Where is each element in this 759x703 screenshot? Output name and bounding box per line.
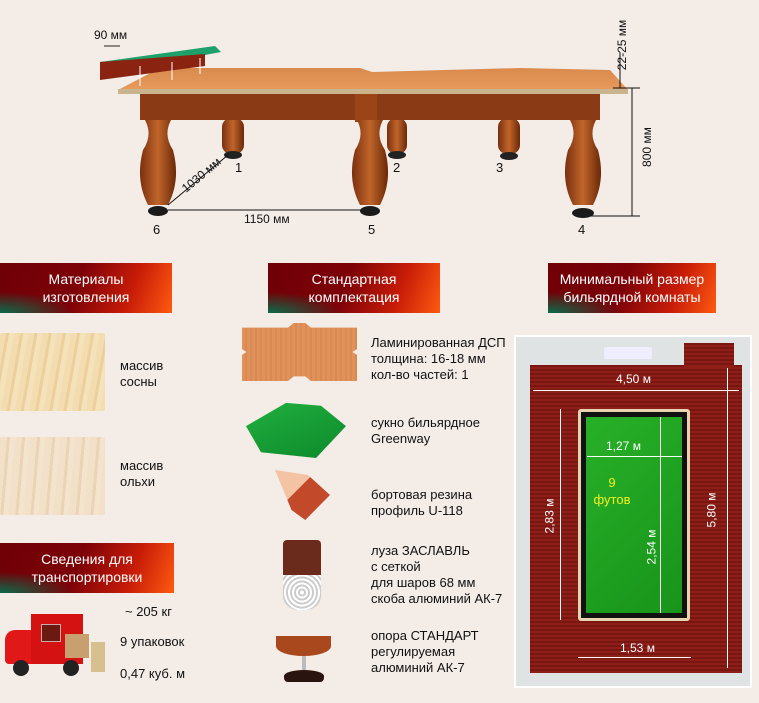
kit-item-text: опора СТАНДАРТ регулируемая алюминий АК-… [371, 628, 479, 675]
room-length-label: 5,80 м [704, 492, 719, 528]
cloth-icon [246, 402, 346, 458]
weight-text: ~ 205 кг [125, 604, 172, 619]
packages-text: 9 упаковок [120, 634, 185, 649]
foot-support-icon [276, 636, 331, 686]
leg-number: 6 [153, 222, 161, 237]
rail-profile [100, 45, 221, 86]
material-label: массив ольхи [120, 458, 164, 489]
leg-number: 2 [393, 160, 401, 175]
kit-item-text: сукно бильярдное Greenway [371, 415, 480, 446]
back-legs [222, 118, 520, 160]
length-span-label: 1150 мм [244, 212, 290, 226]
transport-banner: Сведения для транспортировки [0, 543, 174, 593]
standard-kit-banner: Стандартная комплектация [268, 263, 440, 313]
slate-thickness-label: 22-25 мм [615, 19, 629, 71]
billiard-table-plan [578, 409, 690, 621]
pine-swatch [0, 333, 105, 411]
leg-number: 5 [368, 222, 376, 237]
dimension-lines [167, 52, 640, 217]
window-icon [604, 347, 652, 359]
table-length-label: 2,83 м [542, 498, 557, 534]
rail-width-label: 90 мм [94, 28, 128, 42]
room-size-banner: Минимальный размер бильярдной комнаты [548, 263, 716, 313]
play-width-label: 1,27 м [606, 439, 641, 453]
materials-banner: Материалы изготовления [0, 263, 172, 313]
table-top [118, 68, 628, 92]
front-legs [139, 120, 602, 218]
alder-swatch [0, 437, 105, 515]
felt [586, 417, 682, 613]
leg-number: 4 [578, 222, 586, 237]
leg-number: 3 [496, 160, 504, 175]
kit-item-text: Ламинированная ДСП толщина: 16-18 мм кол… [371, 335, 506, 382]
room-plan [514, 335, 752, 688]
slate-board-icon [242, 323, 357, 381]
rubber-profile-icon [275, 470, 330, 520]
kit-item-text: луза ЗАСЛАВЛЬ с сеткой для шаров 68 мм с… [371, 543, 503, 606]
truck-icon [5, 612, 110, 682]
table-diagram [100, 45, 640, 218]
kit-item-text: бортовая резина профиль U-118 [371, 487, 473, 518]
pocket-icon [283, 540, 321, 620]
play-length-label: 2,54 м [644, 529, 659, 565]
volume-text: 0,47 куб. м [120, 666, 185, 681]
leg-number: 1 [235, 160, 243, 175]
height-label: 800 мм [640, 127, 654, 167]
table-width-label: 1,53 м [620, 641, 655, 655]
table-size-label: 9 футов [593, 475, 631, 507]
material-label: массив сосны [120, 358, 164, 389]
room-width-label: 4,50 м [616, 372, 651, 386]
